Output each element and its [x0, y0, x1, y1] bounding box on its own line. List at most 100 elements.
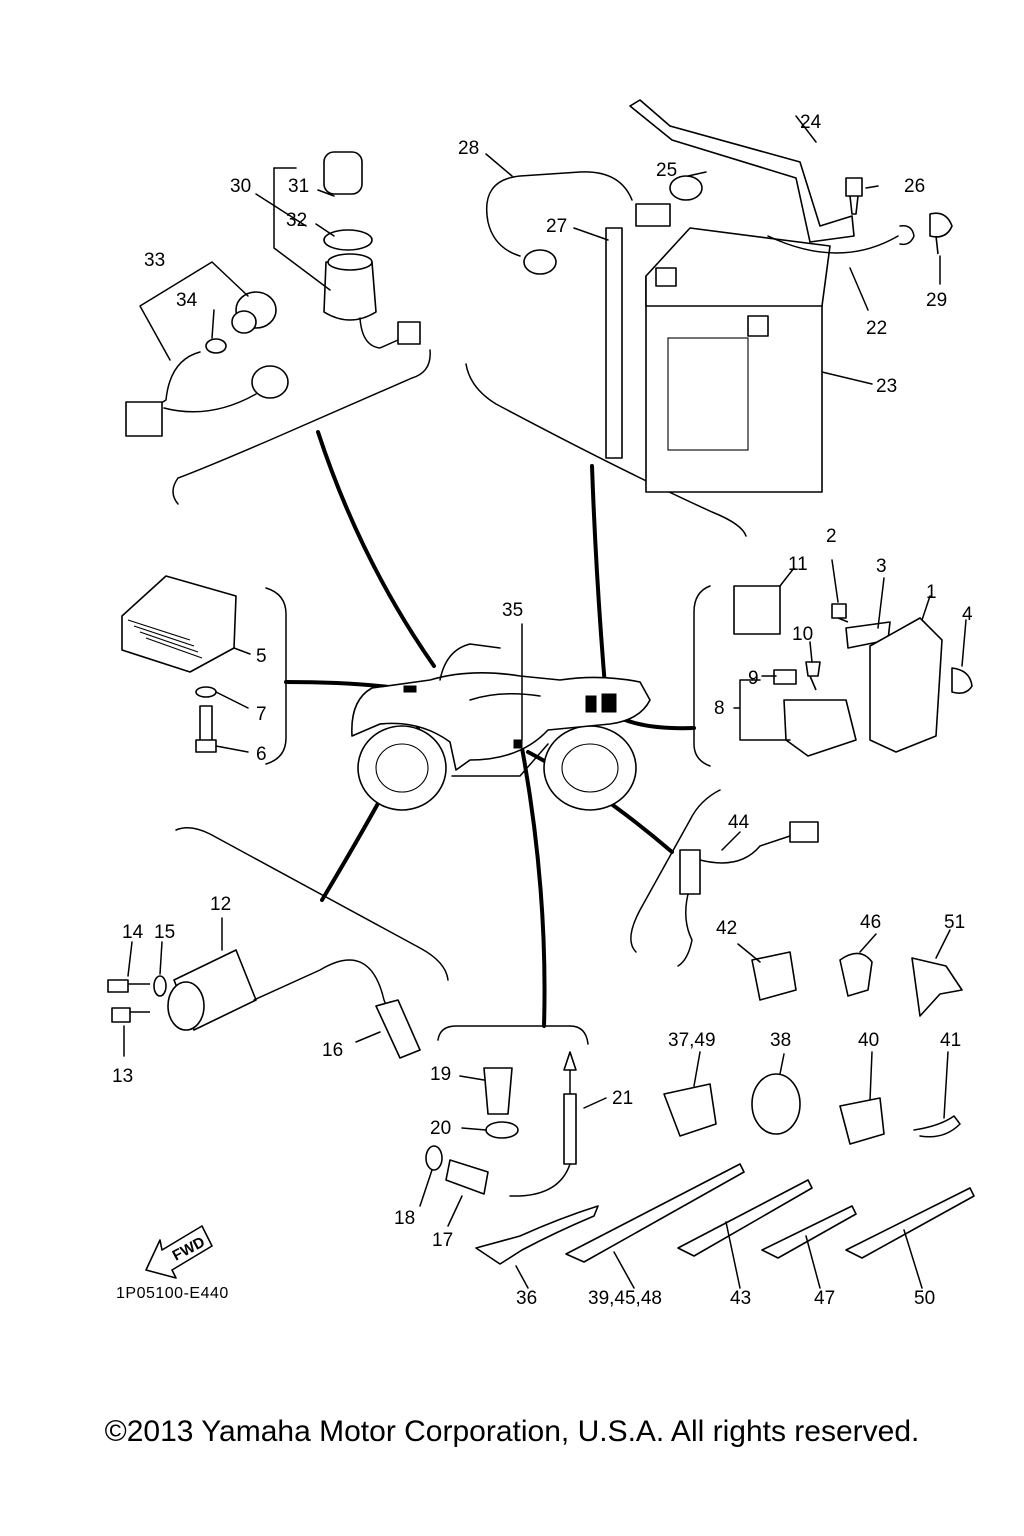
bracket-ignition-group [172, 349, 431, 505]
rectifier-group-parts [121, 575, 251, 753]
leader-30 [273, 167, 331, 291]
clamp-42 [751, 951, 797, 1001]
callout-42: 42 [716, 918, 737, 939]
callout-23: 23 [876, 376, 897, 397]
atv-frame-lower [451, 743, 549, 777]
callout-10: 10 [792, 624, 813, 645]
relay-leaders [733, 559, 967, 741]
callout-27: 27 [546, 216, 567, 237]
washer-18 [425, 1145, 443, 1171]
main-switch-connector [397, 321, 421, 345]
sender-group-parts [419, 1051, 607, 1227]
indicator-bulb [205, 338, 227, 354]
cdi-unit-1 [869, 617, 943, 753]
main-switch-cap [323, 151, 363, 195]
copyright-notice: ©2013 Yamaha Motor Corporation, U.S.A. A… [104, 1415, 920, 1448]
callout-26: 26 [904, 176, 925, 197]
sender-leaders [419, 1075, 607, 1227]
clamp-46 [839, 952, 873, 997]
tie-39-45-48 [565, 1163, 745, 1263]
socket-wire-b [163, 393, 257, 413]
battery-terminal-neg [655, 267, 677, 287]
callout-12: 12 [210, 894, 231, 915]
rectifier-bolt [195, 705, 217, 753]
callout-38: 38 [770, 1030, 791, 1051]
ignition-group-parts [125, 151, 421, 437]
bulb-socket-upper-front [231, 310, 257, 334]
callout-24: 24 [800, 112, 822, 133]
atv-front-wheel [357, 725, 447, 811]
rectifier-leaders [215, 647, 251, 753]
fuse-9 [773, 669, 797, 685]
bracket-rectifier-group [265, 587, 287, 765]
clamp-51 [911, 957, 963, 1017]
bracket-coil-group [175, 827, 449, 981]
battery-screw [929, 212, 953, 255]
callout-4: 4 [962, 604, 973, 625]
callout-31: 31 [288, 176, 309, 197]
sensor-tube-21 [563, 1093, 577, 1165]
main-switch-wire [359, 317, 399, 349]
callout-15: 15 [154, 922, 175, 943]
callout-30: 30 [230, 176, 251, 197]
arrow-head-21 [563, 1051, 577, 1071]
callout-33: 33 [144, 250, 165, 271]
atv-marker-rear-b [601, 693, 617, 713]
atv-marker-front [403, 685, 417, 693]
ignition-coil-end [167, 981, 205, 1031]
battery-label [667, 337, 749, 451]
callout-43: 43 [730, 1288, 751, 1309]
thermo-switch-19 [483, 1067, 513, 1115]
switch-44-body [679, 849, 701, 895]
callout-16: 16 [322, 1040, 343, 1061]
coil-washer-15 [153, 975, 167, 997]
battery-minus-lead [767, 224, 915, 254]
bracket-relay-group [693, 585, 711, 767]
callout-2: 2 [826, 526, 837, 547]
ignition-coil-lead [253, 959, 393, 1021]
callout-22: 22 [866, 318, 887, 339]
atv-rear-hub [561, 743, 619, 793]
battery-leaders [485, 115, 941, 385]
battery-terminal-cover [523, 249, 557, 275]
clamp-group-parts [475, 929, 975, 1289]
callout-44: 44 [728, 812, 750, 833]
callout-9: 9 [748, 668, 759, 689]
breather-hose [605, 227, 623, 459]
fwd-arrow: FWD [145, 1225, 213, 1279]
callout-34: 34 [176, 290, 198, 311]
callout-18: 18 [394, 1208, 415, 1229]
callout-36: 36 [516, 1288, 537, 1309]
callout-32: 32 [286, 210, 307, 231]
atv-illustration [351, 623, 651, 811]
battery-top [645, 227, 831, 307]
atv-marker-rear-a [585, 695, 597, 713]
battery-group-parts [485, 99, 953, 493]
leader-33-34 [139, 261, 249, 361]
callout-25: 25 [656, 160, 677, 181]
leader-ignition [316, 430, 436, 668]
callout-1: 1 [926, 582, 937, 603]
callout-11: 11 [788, 554, 808, 575]
bulb-socket-lower [251, 365, 289, 399]
clamp-40 [839, 1097, 885, 1145]
callout-35: 35 [502, 600, 523, 621]
band-38 [751, 1073, 801, 1135]
atv-marker-center [513, 739, 523, 749]
battery-plus-lead [486, 171, 633, 257]
callout-3: 3 [876, 556, 887, 577]
battery-body [645, 275, 823, 493]
callout-14: 14 [122, 922, 144, 943]
callout-17: 17 [432, 1230, 453, 1251]
tie-50 [845, 1187, 975, 1259]
callout-13: 13 [112, 1066, 133, 1087]
callout-40: 40 [858, 1030, 879, 1051]
callout-19: 19 [430, 1064, 451, 1085]
callout-numbers: 1 2 3 4 5 6 7 8 9 10 11 12 13 14 15 16 1… [112, 112, 973, 1309]
atv-handlebar [439, 643, 501, 681]
callout-47: 47 [814, 1288, 835, 1309]
clamp-leaders [515, 929, 951, 1289]
band-36 [475, 1205, 599, 1265]
callout-28: 28 [458, 138, 479, 159]
